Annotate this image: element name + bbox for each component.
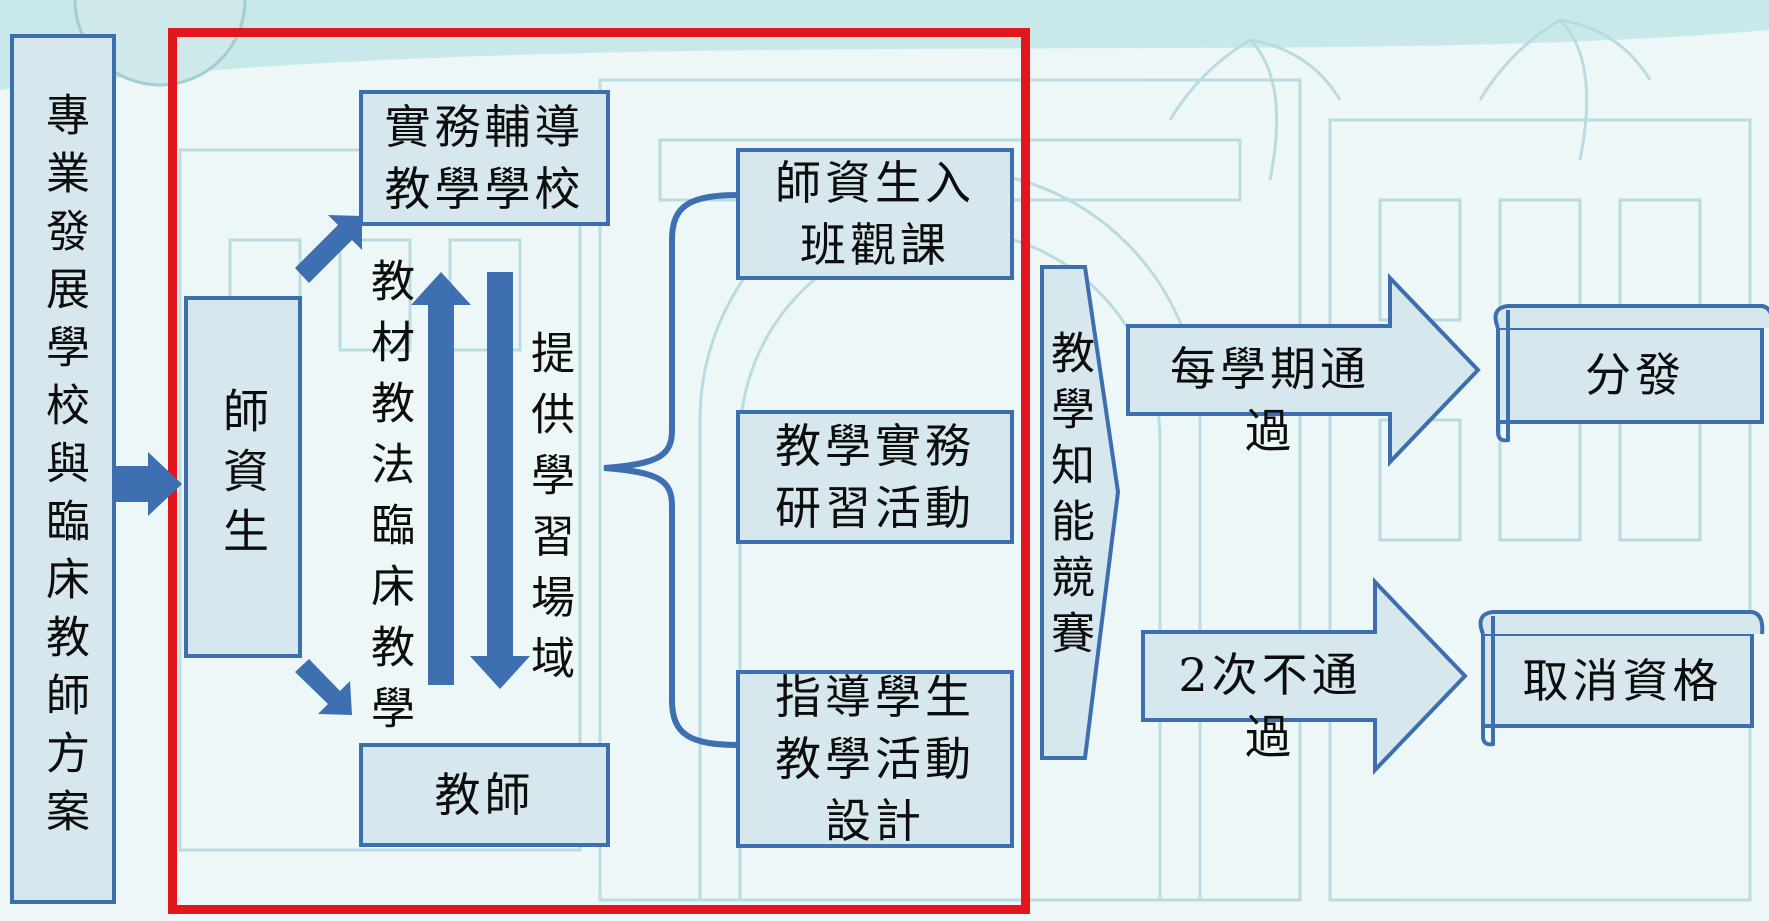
fail-result-label: 取消資格 [1522, 654, 1723, 708]
learning-field-label: 提供學習場域 [523, 330, 574, 696]
arrow-up-icon [411, 272, 471, 685]
curly-brace-icon [603, 192, 741, 748]
activity-box-workshop: 教學實務 研習活動 [736, 410, 1014, 544]
fail-condition-label: 2次不通過 [1178, 648, 1362, 764]
activity-box-observation: 師資生入 班觀課 [736, 148, 1014, 280]
teacher-label: 教師 [434, 768, 535, 822]
practice-school-line1: 實務輔導 [384, 100, 585, 154]
activity-line1: 教學實務 [775, 419, 975, 473]
student-teacher-label: 師資生 [216, 387, 270, 567]
program-box: 專業發展學校與臨床教師方案 [10, 34, 116, 904]
activity-line3: 設計 [825, 794, 925, 848]
arrow-right-icon [115, 452, 182, 516]
outcome-arrow-fail [1141, 577, 1468, 775]
program-title: 專業發展學校與臨床教師方案 [38, 92, 89, 846]
outcome-arrow-pass [1126, 273, 1481, 467]
activity-box-guidance: 指導學生 教學活動 設計 [736, 670, 1014, 848]
arrow-diagonal-down-icon [295, 659, 352, 715]
activity-line2: 教學活動 [775, 732, 975, 786]
competition-label: 教學知能競賽 [1043, 330, 1094, 666]
highlight-frame [168, 28, 1030, 914]
activity-line1: 指導學生 [775, 670, 975, 724]
pass-condition-label: 每學期通過 [1170, 342, 1370, 458]
arrow-diagonal-up-icon [295, 215, 362, 283]
student-teacher-box: 師資生 [184, 296, 302, 658]
activity-line2: 研習活動 [775, 481, 975, 535]
teacher-box: 教師 [359, 743, 610, 847]
clinical-teaching-label: 教材教法臨床教學 [363, 258, 414, 746]
activity-line2: 班觀課 [800, 218, 950, 272]
activity-line1: 師資生入 [775, 156, 975, 210]
practice-school-box: 實務輔導 教學學校 [359, 90, 610, 226]
scroll-banner-icon [1493, 304, 1769, 443]
scroll-banner-icon [1478, 610, 1765, 747]
arrow-down-icon [470, 272, 530, 689]
pass-result-label: 分發 [1585, 348, 1685, 402]
competition-chevron [1040, 265, 1121, 760]
practice-school-line2: 教學學校 [384, 162, 585, 216]
